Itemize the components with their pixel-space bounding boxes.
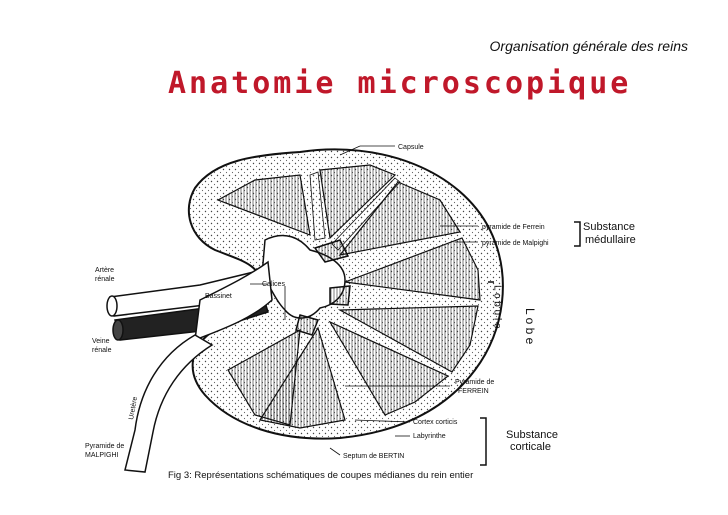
label-veine-2: rénale — [92, 347, 112, 354]
page-title: Anatomie microscopique — [168, 66, 632, 101]
label-labyrinthe: Labyrinthe — [413, 433, 446, 440]
septum-bertin — [309, 171, 401, 251]
label-veine-1: Veine — [92, 338, 110, 345]
header-subtitle: Organisation générale des reins — [489, 38, 688, 54]
label-pyr-malpighi-bottom-2: MALPIGHI — [85, 452, 119, 459]
figure-caption: Fig 3: Représentations schématiques de c… — [168, 470, 473, 481]
calices — [261, 234, 351, 336]
label-cortex: Cortex corticis — [413, 419, 458, 426]
label-artere-2: rénale — [95, 276, 115, 283]
label-artere-1: Artère — [95, 267, 114, 274]
label-uretere: Uretère — [128, 396, 139, 420]
label-pyr-ferrein-bottom-2: FERREIN — [458, 388, 489, 395]
label-lobule: L o b u l e — [492, 285, 503, 329]
bassinet — [194, 260, 273, 342]
label-lobe: L o b e — [523, 308, 537, 345]
label-substance-corticale-2: corticale — [510, 441, 551, 453]
label-substance-medullaire-1: Substance — [583, 221, 635, 233]
label-substance-corticale-1: Substance — [506, 429, 558, 441]
vessels — [106, 260, 273, 473]
label-bassinet: Bassinet — [205, 293, 232, 300]
label-pyr-malpighi-bottom-1: Pyramide de — [85, 443, 124, 450]
uretere — [124, 334, 214, 473]
label-septum: Septum de BERTIN — [343, 453, 404, 460]
label-pyramide-malpighi: pyramide de Malpighi — [482, 240, 549, 247]
label-pyramide-ferrein: pyramide de Ferrein — [482, 224, 545, 231]
label-capsule: Capsule — [398, 144, 424, 151]
label-substance-medullaire-2: médullaire — [585, 234, 636, 246]
pyramids — [216, 164, 481, 429]
label-calices: Calices — [262, 281, 285, 288]
label-pyr-ferrein-bottom-1: Pyramide de — [455, 379, 494, 386]
